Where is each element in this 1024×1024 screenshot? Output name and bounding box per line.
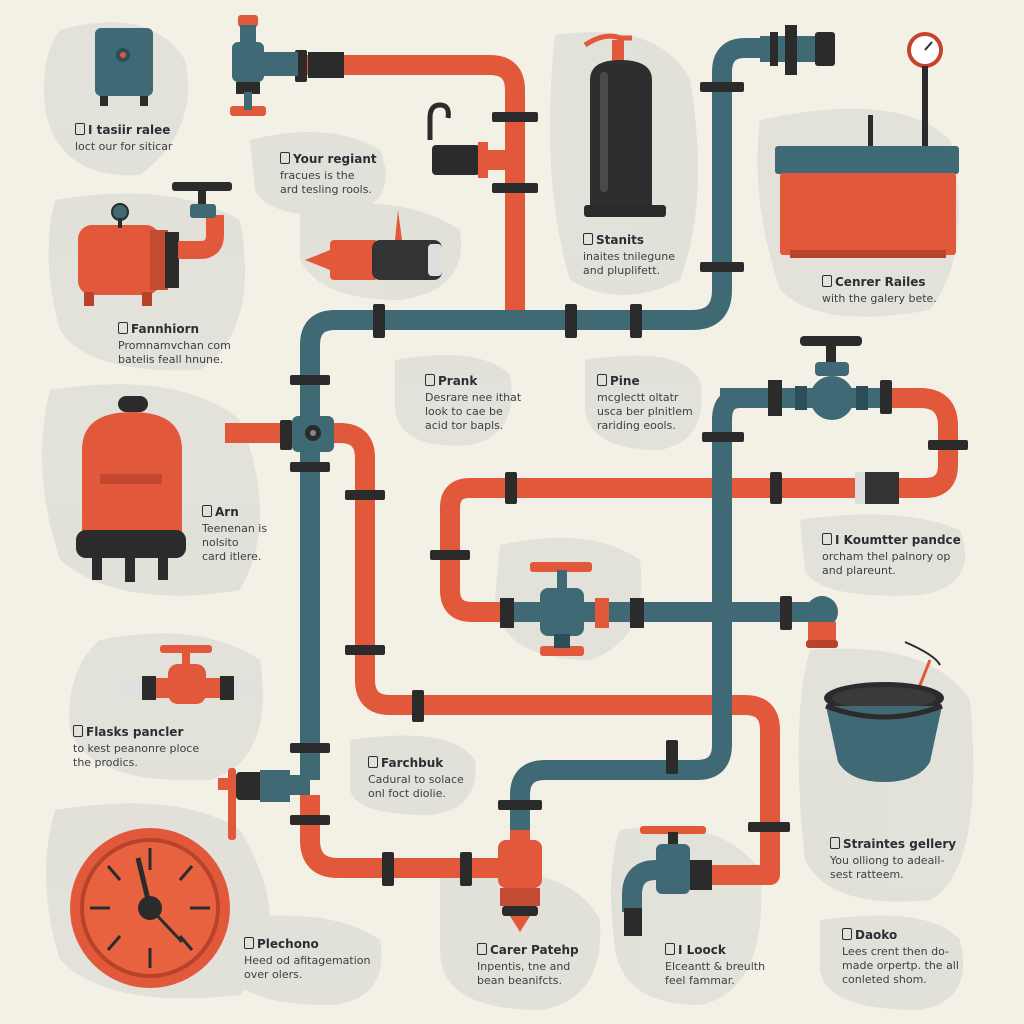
label-stanits: Stanits inaites tnilegune and pluplifett… — [583, 233, 675, 278]
label-line: over olers. — [244, 967, 303, 981]
valve-icon — [760, 25, 835, 75]
pressure-gauge-icon — [907, 32, 943, 146]
label-fannhiorn: Fannhiorn Promnamvchan com batelis feall… — [118, 322, 231, 367]
label-line: ard tesling rools. — [280, 182, 372, 196]
label-prank: Prank Desrare nee ithat look to cae be a… — [425, 374, 521, 432]
label-line: Elceantt & breulth — [665, 960, 766, 973]
teal-pipe-top-right — [300, 38, 760, 780]
label-pine: Pine mcglectt oltatr usca ber plnitlem r… — [597, 374, 693, 432]
label-line: look to cae be — [425, 404, 503, 418]
label-daoko: Daoko Lees crent then do- made orpertp. … — [842, 928, 959, 986]
label-line: and pluplifett. — [583, 263, 661, 277]
label-line: loct our for siticar — [75, 140, 173, 153]
label-line: Cadural to solace — [368, 773, 464, 786]
label-plechono: Plechono Heed od afitagemation over oler… — [244, 937, 371, 982]
label-title: Stanits — [583, 233, 675, 248]
pipe-couplings — [280, 50, 968, 886]
label-your-regiant: Your regiant fracues is the ard tesling … — [280, 152, 377, 197]
label-title: Plechono — [244, 937, 371, 952]
label-line: feel fammar. — [665, 973, 735, 987]
water-heater-icon — [76, 396, 186, 582]
water-tank-icon — [775, 115, 959, 258]
label-line: inaites tnilegune — [583, 250, 675, 263]
faucet-icon — [622, 826, 712, 936]
label-kounter-pandce: I Koumtter pandce orcham thel palnory op… — [822, 533, 961, 578]
label-lock: I Loock Elceantt & breulth feel fammar. — [665, 943, 765, 988]
label-line: acid tor bapls. — [425, 418, 504, 432]
label-title: I tasiir ralee — [75, 123, 172, 138]
label-title: Farchbuk — [368, 756, 464, 771]
label-title: Prank — [425, 374, 521, 389]
label-line: fracues is the — [280, 169, 355, 182]
label-line: the prodics. — [73, 755, 138, 769]
label-title: Daoko — [842, 928, 959, 943]
nozzle-icon — [305, 210, 442, 280]
label-line: batelis feall hnune. — [118, 352, 224, 366]
orange-pipe-loop — [440, 478, 835, 622]
label-title: I Loock — [665, 943, 765, 958]
label-line: made orpertp. the all — [842, 958, 959, 972]
junction-fitting-icon — [292, 416, 334, 452]
label-line: Desrare nee ithat — [425, 391, 522, 404]
label-line: onl foct diolie. — [368, 786, 446, 800]
orange-pipe-mid-left — [225, 423, 780, 885]
valve-icon — [230, 15, 344, 116]
label-line: conleted shom. — [842, 972, 927, 986]
label-line: nolsito — [202, 535, 239, 549]
orange-pipe-top — [300, 55, 525, 310]
label-line: usca ber plnitlem — [597, 404, 693, 418]
label-center-rules: Cenrer Railes with the galery bete. — [822, 275, 937, 306]
label-line: Lees crent then do- — [842, 945, 949, 958]
drain-icon — [498, 840, 542, 932]
label-line: Promnamvchan com — [118, 339, 231, 352]
label-title: Cenrer Railes — [822, 275, 937, 290]
valve-icon — [118, 645, 250, 704]
label-line: bean beanifcts. — [477, 973, 562, 987]
label-title: I Koumtter pandce — [822, 533, 961, 548]
label-line: rariding eools. — [597, 418, 676, 432]
label-arm: Arn Teenenan is nolsito card itlere. — [202, 505, 267, 563]
label-line: sest ratteem. — [830, 867, 904, 881]
valve-icon — [768, 336, 899, 504]
label-line: with the galery bete. — [822, 292, 937, 305]
label-title: Flasks pancler — [73, 725, 199, 740]
label-title: Carer Patehp — [477, 943, 579, 958]
pump-icon — [78, 182, 232, 306]
label-carer-patehp: Carer Patehp Inpentis, tne and bean bean… — [477, 943, 579, 988]
gas-cylinder-icon — [583, 33, 666, 217]
label-line: mcglectt oltatr — [597, 391, 679, 404]
label-line: Inpentis, tne and — [477, 960, 571, 973]
label-farchbuk: Farchbuk Cadural to solace onl foct diol… — [368, 756, 464, 801]
clock-dial-icon — [70, 828, 230, 988]
label-flasks-pancler: Flasks pancler to kest peanonre ploce th… — [73, 725, 199, 770]
label-tank-rules: I tasiir ralee loct our for siticar — [75, 123, 172, 154]
label-line: Teenenan is — [202, 522, 268, 535]
teal-elbow-icon — [806, 596, 838, 648]
label-title: Pine — [597, 374, 693, 389]
label-line: You olliong to adeall- — [830, 854, 945, 867]
label-line: card itlere. — [202, 549, 262, 563]
label-line: Heed od afitagemation — [244, 954, 371, 967]
control-box-icon — [95, 28, 153, 106]
valve-icon — [500, 562, 644, 656]
teal-pipe-right-vertical — [510, 388, 741, 830]
label-line: and plareunt. — [822, 563, 896, 577]
label-line: orcham thel palnory op — [822, 550, 951, 563]
hook-fitting-icon — [427, 102, 488, 178]
label-title: Your regiant — [280, 152, 377, 167]
bucket-icon — [824, 641, 944, 782]
label-line: to kest peanonre ploce — [73, 742, 200, 755]
label-stranites-gallery: Straintes gellery You olliong to adeall-… — [830, 837, 956, 882]
label-title: Arn — [202, 505, 267, 520]
label-title: Fannhiorn — [118, 322, 231, 337]
orange-pipe-bottom — [300, 795, 520, 878]
valve-icon — [218, 768, 290, 840]
label-title: Straintes gellery — [830, 837, 956, 852]
